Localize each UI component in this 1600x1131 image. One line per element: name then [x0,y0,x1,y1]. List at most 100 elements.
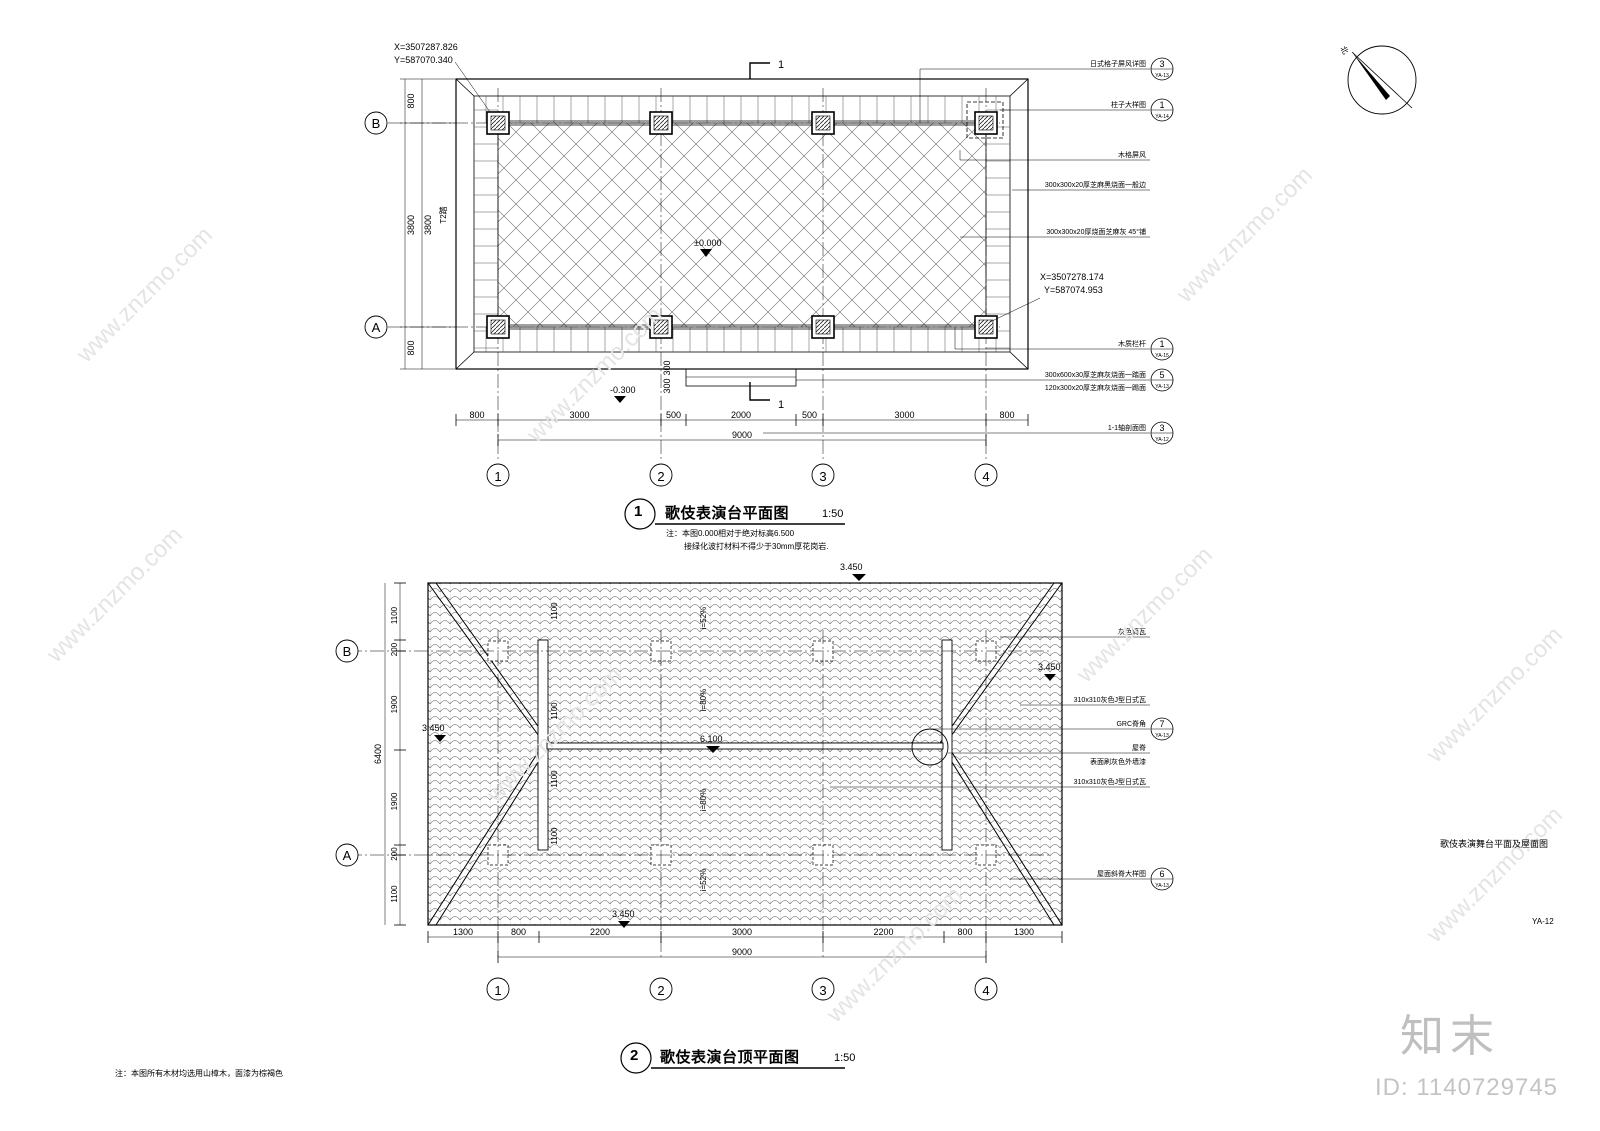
callout-num: 1 [1159,100,1164,110]
section-mark: 1 [778,59,784,71]
roof-callout-text: 310x310灰色J型日式瓦 [1074,777,1146,786]
roof-callout-text: 310x310灰色J型日式瓦 [1074,695,1146,704]
roof-slope: i=52% [699,607,708,629]
watermark-id: ID: 1140729745 [1375,1074,1559,1101]
plan-dim-total: 9000 [732,430,752,440]
axis-number: 3 [819,469,826,484]
roof-callout-text: 屋面斜脊大样图 [1097,869,1146,878]
plan-callout-text: 120x300x20厚芝麻灰烧面一踢面 [1045,383,1146,392]
roof-elev: 3.450 [840,562,863,572]
roof-dim: 1300 [453,927,473,937]
roof-elev: 6.100 [700,734,723,744]
column-core [978,319,994,335]
plan-title: 歌伎表演台平面图 [665,505,790,522]
plan-step-dim: 300 [662,360,672,375]
callout-sheet: YA-15 [1155,353,1169,359]
plan-dim-left: 800 [406,93,416,108]
roof-plan [335,574,1150,1001]
callout-sheet: YA-13 [1155,883,1169,889]
axis-bubble [364,315,388,339]
plan-dim: 3000 [569,410,589,420]
callout-num: 6 [1159,869,1164,879]
roof-dim: 800 [957,927,972,937]
sheet-number: YA-12 [1532,917,1554,926]
watermark-site: www.znzmo.com [1421,621,1568,768]
plan-callout-text: 1-1轴剖面图 [1108,423,1146,432]
title-bubbles [620,498,845,1074]
roof-dim: 800 [511,927,526,937]
roof-dim-left-total: 6400 [373,744,383,764]
coord-y: Y=587074.953 [1044,285,1103,295]
callout-num: 7 [1159,719,1164,729]
axis-number: 1 [494,469,501,484]
axis-bubble [974,977,998,1001]
roof-tiles [427,582,1063,926]
axis-number: 2 [657,983,664,998]
plan-note-1: 注：本图0.000相对于绝对标高6.500 [666,529,795,538]
axis-bubble [486,463,510,487]
coord-x: X=3507278.174 [1040,272,1104,282]
roof-dim: 2200 [873,927,893,937]
axis-bubble [649,977,673,1001]
axis-bubble [974,463,998,487]
axis-bubble [811,977,835,1001]
coord-x: X=3507287.826 [394,42,458,52]
axis-bubble [335,843,359,867]
callout-num: 3 [1159,59,1164,69]
roof-slope: i=52% [699,869,708,891]
column-core [815,319,831,335]
plan-border-inner [473,95,1011,353]
plan-callout-text: 300x300x20厚烧面芝麻灰 45°铺 [1046,227,1146,236]
watermark-site: www.znzmo.com [1171,161,1318,308]
watermark-site: www.znzmo.com [1421,801,1568,948]
section-mark: 1 [778,399,784,411]
plan-step-dim: 300 [662,378,672,393]
roof-callout-text: 表面刷灰色外墙漆 [1090,757,1146,766]
roof-dim-left: 1100 [390,606,399,624]
axis-number: 2 [657,469,664,484]
column-core [653,115,669,131]
plan-dim-left: 3800 [406,215,416,235]
axis-bubble [364,111,388,135]
north-label: 北 [1338,45,1350,56]
axis-letter: A [343,848,352,863]
roof-elev: 3.450 [1038,662,1061,672]
callout-sheet: YA-12 [1155,437,1169,443]
coord-y: Y=587070.340 [394,55,453,65]
plan-step-label: T2踏 [438,206,448,223]
plan-callout-text: 木质栏杆 [1118,339,1146,348]
roof-title: 歌伎表演台顶平面图 [660,1049,800,1066]
roof-scale: 1:50 [834,1052,856,1064]
axis-number: 1 [494,983,501,998]
plan-callout-text: 柱子大样图 [1111,100,1146,109]
roof-slope: i=80% [699,789,708,811]
stage-plan [364,61,1150,487]
plan-dim: 800 [999,410,1014,420]
roof-dim-left: 1900 [390,792,399,810]
plan-scale: 1:50 [822,508,844,520]
roof-elev: 3.450 [422,723,445,733]
plan-elev-center: ±0.000 [694,238,721,248]
axis-number: 3 [819,983,826,998]
axis-bubble [811,463,835,487]
plan-callout-text: 300x300x20厚芝麻黑烧面一般边 [1045,180,1146,189]
column-core [815,115,831,131]
axis-bubble [335,639,359,663]
axis-number: 4 [982,469,989,484]
roof-dim-left: 1900 [390,695,399,713]
sheet-title: 歌伎表演舞台平面及屋面图 [1440,839,1549,849]
north-arrow [1347,45,1417,115]
plan-callout-text: 日式格子屏风详图 [1090,59,1146,68]
watermark-site: www.znzmo.com [71,221,218,368]
column-core [978,115,994,131]
axis-letter: A [372,320,381,335]
watermark-site: www.znzmo.com [41,521,188,668]
callout-sheet: YA-14 [1155,114,1169,120]
roof-dim-left: 1100 [390,885,399,903]
callout-sheet: YA-13 [1155,384,1169,390]
roof-inner-dim: 1100 [550,702,559,720]
tile-field [497,122,987,328]
roof-elev: 3.450 [612,909,635,919]
roof-dim: 2200 [590,927,610,937]
